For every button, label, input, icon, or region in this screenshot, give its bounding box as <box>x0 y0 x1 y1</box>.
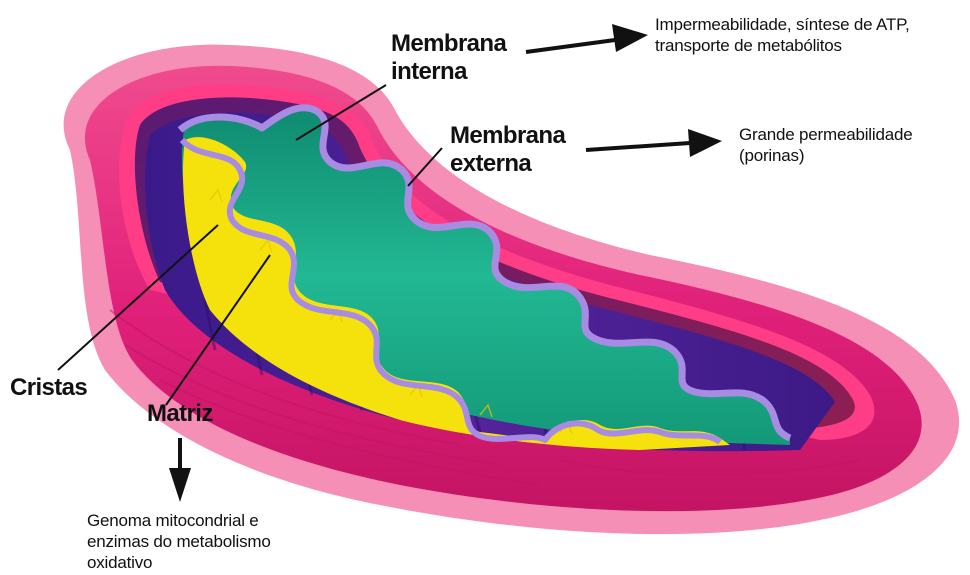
label-membrana-interna-line1: Membrana <box>391 30 506 58</box>
desc-externa-line1: Grande permeabilidade <box>739 124 912 145</box>
label-matriz-text: Matriz <box>147 400 213 428</box>
desc-membrana-interna: Impermeabilidade, síntese de ATP, transp… <box>655 14 910 56</box>
arrow-externa-shaft <box>586 143 690 150</box>
label-membrana-interna-line2: interna <box>391 58 506 86</box>
desc-interna-line2: transporte de metabólitos <box>655 35 910 56</box>
label-membrana-externa-line1: Membrana <box>450 122 565 150</box>
arrow-interna-head <box>612 24 648 52</box>
desc-membrana-externa: Grande permeabilidade (porinas) <box>739 124 912 166</box>
desc-matriz-line1: Genoma mitocondrial e <box>87 510 271 531</box>
desc-interna-line1: Impermeabilidade, síntese de ATP, <box>655 14 910 35</box>
label-membrana-interna: Membrana interna <box>391 30 506 86</box>
arrow-interna-shaft <box>526 40 615 52</box>
desc-matriz-line2: enzimas do metabolismo <box>87 531 271 552</box>
label-cristas: Cristas <box>10 374 87 402</box>
desc-externa-line2: (porinas) <box>739 145 912 166</box>
label-matriz: Matriz <box>147 400 213 428</box>
arrow-matriz-head <box>169 468 191 502</box>
desc-matriz-line3: oxidativo <box>87 552 271 573</box>
desc-matriz: Genoma mitocondrial e enzimas do metabol… <box>87 510 271 573</box>
label-membrana-externa: Membrana externa <box>450 122 565 178</box>
label-membrana-externa-line2: externa <box>450 150 565 178</box>
label-cristas-text: Cristas <box>10 374 87 402</box>
arrow-externa-head <box>688 129 722 157</box>
